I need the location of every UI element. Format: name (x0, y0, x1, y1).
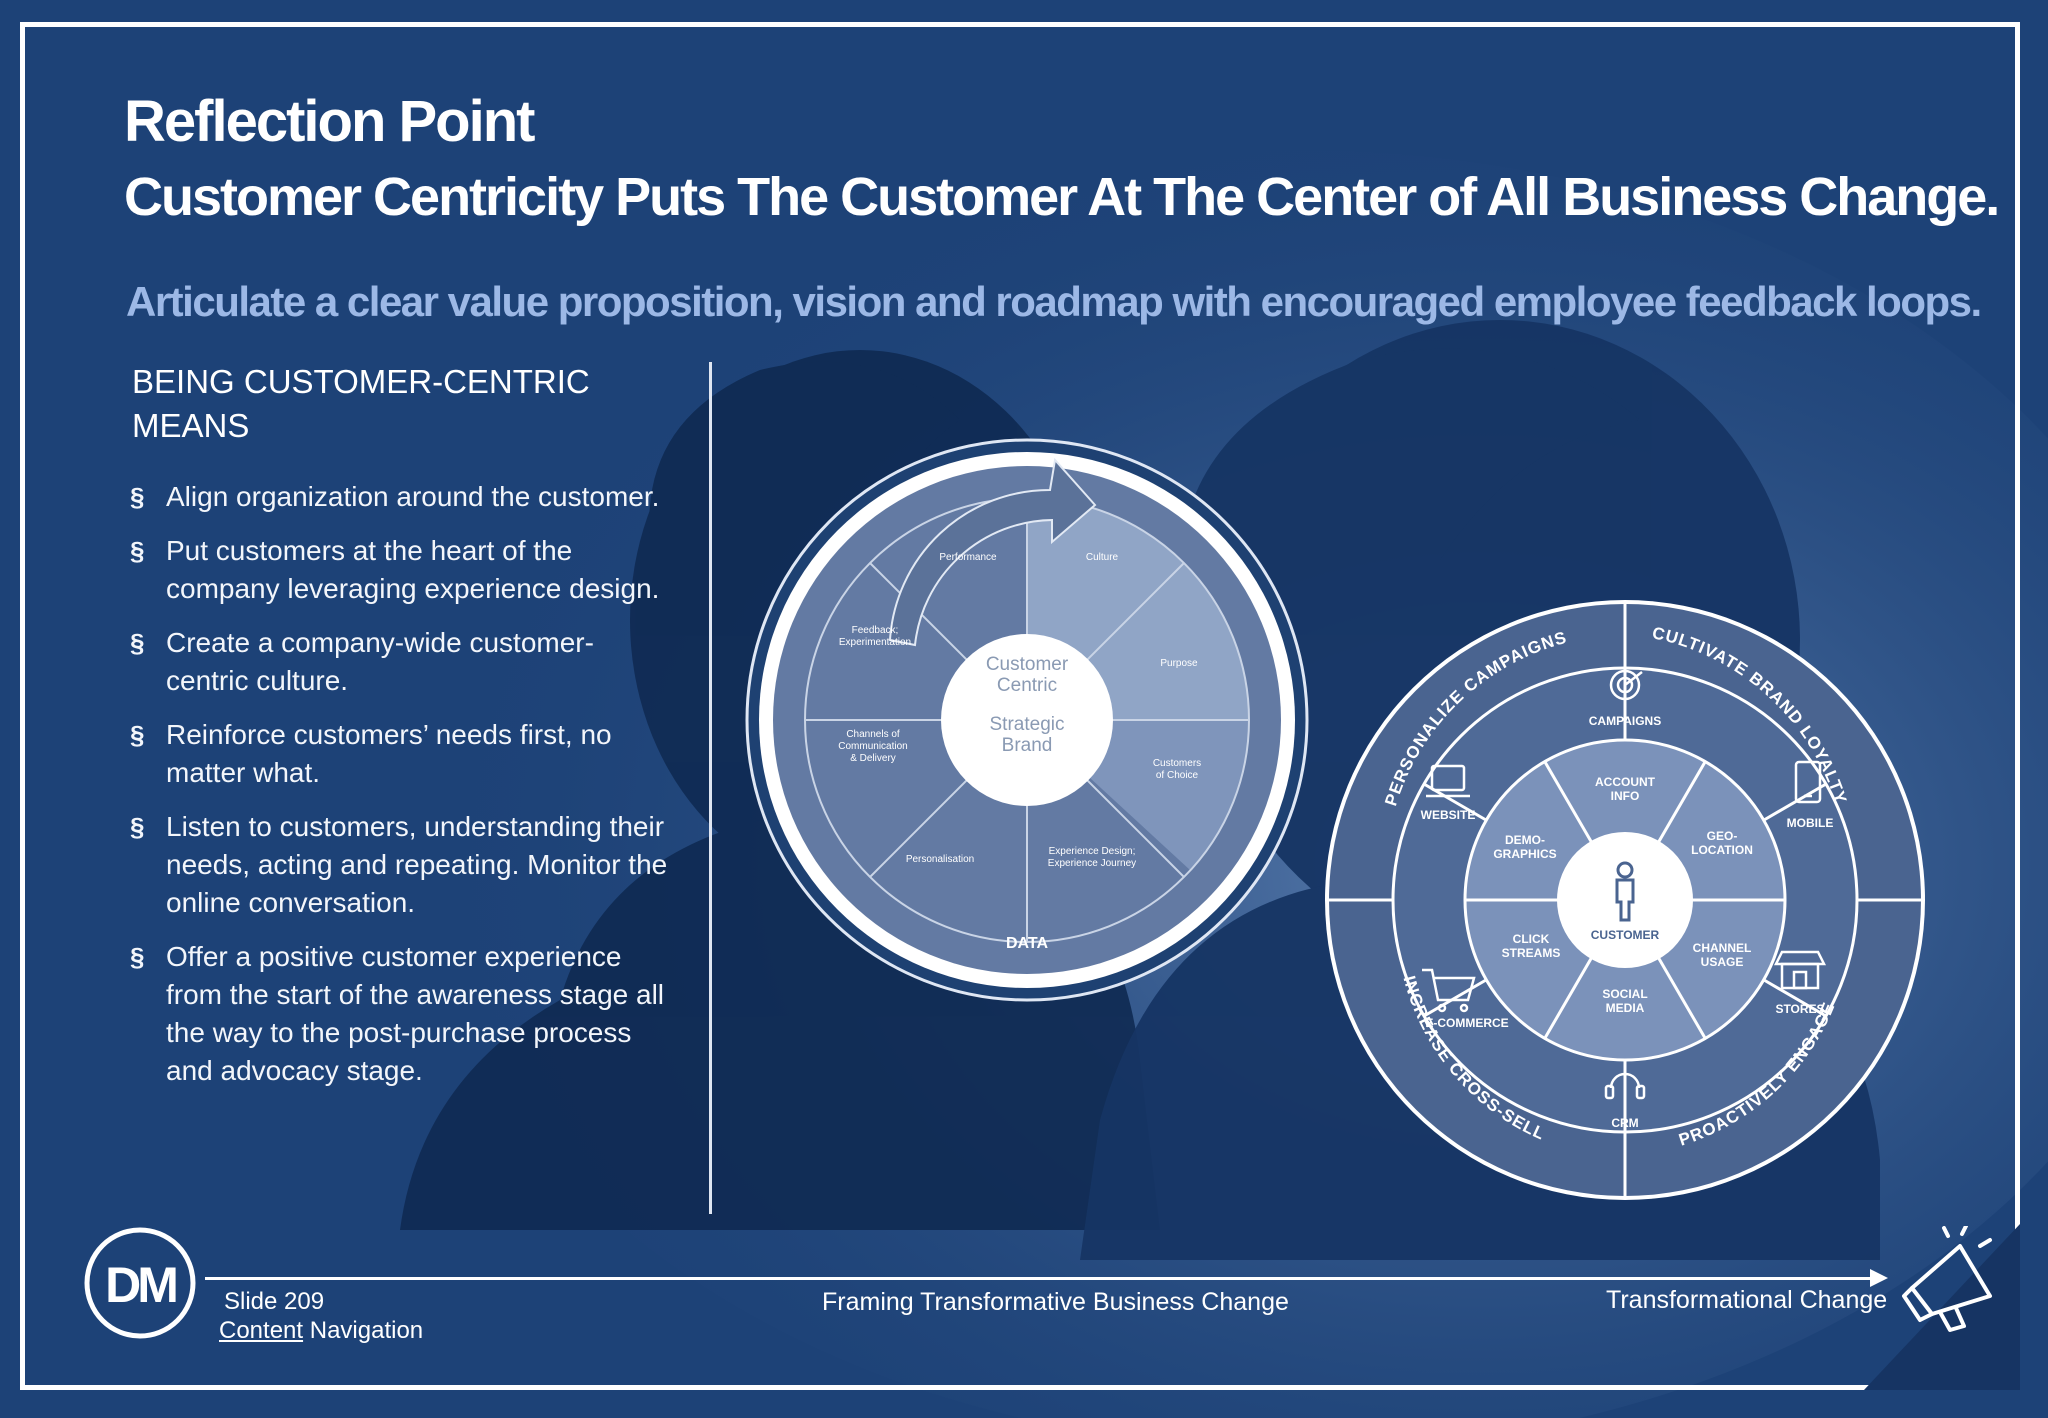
wheel-center-line3: Strategic (990, 714, 1065, 735)
outer-stores: STORES (1775, 1002, 1824, 1016)
campaigns-target-icon (1609, 669, 1643, 701)
cycle-arrow-icon (888, 457, 1097, 647)
inner-geolocation-line2: LOCATION (1691, 843, 1753, 857)
segment-purpose: Purpose (1160, 658, 1198, 669)
segment-experience-line1: Experience Design; (1049, 846, 1136, 857)
outer-crm: CRM (1611, 1116, 1638, 1130)
bullet-marker-icon: § (130, 720, 145, 750)
slide-frame (20, 22, 2020, 1390)
inner-channel-line2: USAGE (1701, 955, 1744, 969)
bullet-list: § Align organization around the customer.… (130, 478, 670, 1106)
slide-number: Slide 209 (224, 1288, 325, 1315)
footer-section-title: Framing Transformative Business Change (822, 1288, 1289, 1316)
slide-title: Reflection Point (124, 89, 535, 154)
customer-person-icon (1615, 861, 1635, 922)
bullet-marker-icon: § (130, 812, 145, 842)
inner-demographics-line1: DEMO- (1505, 833, 1545, 847)
segment-feedback-line1: Feedback; (852, 625, 899, 636)
content-navigation: Content Navigation (219, 1317, 423, 1345)
inner-social-line1: SOCIAL (1602, 987, 1647, 1001)
segment-customers-line1: Customers (1153, 758, 1201, 769)
inner-clickstreams-line1: CLICK (1513, 932, 1550, 946)
segment-performance: Performance (939, 552, 997, 563)
content-navigation-text: Navigation (303, 1317, 424, 1344)
logo-circle (84, 1227, 196, 1339)
outer-mobile: MOBILE (1787, 816, 1834, 830)
footer-chapter-title: Transformational Change (1606, 1286, 1888, 1314)
slide-subtitle: Articulate a clear value proposition, vi… (126, 278, 1982, 325)
data-wheel-center (1557, 832, 1693, 968)
inner-channel-line1: CHANNEL (1693, 941, 1752, 955)
outer-website: WEBSITE (1421, 808, 1476, 822)
segment-customers-line2: of Choice (1156, 770, 1199, 781)
bullet-marker-icon: § (130, 536, 145, 566)
wheel-center-line2: Centric (997, 675, 1057, 696)
data-wheel-center-label: CUSTOMER (1591, 928, 1660, 942)
bullet-item: § Put customers at the heart of the compa… (130, 532, 670, 608)
segment-channels-line1: Channels of (846, 729, 900, 740)
bullet-item: § Listen to customers, understanding thei… (130, 808, 670, 922)
wheel-center (941, 634, 1113, 806)
segment-personalisation: Personalisation (906, 854, 974, 865)
timeline-line (205, 1277, 1870, 1280)
bullet-marker-icon: § (130, 482, 145, 512)
section-heading: BEING CUSTOMER-CENTRIC MEANS (132, 360, 612, 448)
inner-social-line2: MEDIA (1606, 1001, 1645, 1015)
logo-text: DM (105, 1257, 176, 1313)
store-icon (1773, 950, 1827, 990)
inner-demographics-line2: GRAPHICS (1493, 847, 1556, 861)
website-monitor-icon (1426, 764, 1470, 798)
bullet-item: § Offer a positive customer experience fr… (130, 938, 670, 1090)
bullet-text: Reinforce customers’ needs first, no mat… (166, 719, 612, 788)
customer-centric-wheel: Customer Centric Strategic Brand Perform… (745, 438, 1309, 1002)
bullet-text: Align organization around the customer. (166, 481, 660, 512)
segment-experience-line2: Experience Journey (1048, 858, 1136, 869)
bullet-item: § Create a company-wide customer-centric … (130, 624, 670, 700)
section-heading-line1: BEING CUSTOMER-CENTRIC (132, 363, 590, 400)
bullet-text: Put customers at the heart of the compan… (166, 535, 660, 604)
inner-geolocation-line1: GEO- (1707, 829, 1738, 843)
outer-ecommerce: E-COMMERCE (1425, 1016, 1508, 1030)
inner-clickstreams-line2: STREAMS (1502, 946, 1561, 960)
wheel-data-label: DATA (1006, 935, 1049, 952)
wheel-center-line1: Customer (986, 654, 1069, 675)
content-navigation-link[interactable]: Content (219, 1317, 304, 1344)
megaphone-icon[interactable] (1894, 1226, 2010, 1342)
bullet-text: Listen to customers, understanding their… (166, 811, 668, 918)
bullet-marker-icon: § (130, 942, 145, 972)
bullet-item: § Reinforce customers’ needs first, no ma… (130, 716, 670, 792)
customer-data-wheel: CUSTOMER PERSONALIZE CAMPAIGNS CULTIVATE… (1325, 600, 1925, 1200)
segment-channels-line3: & Delivery (850, 753, 896, 764)
bullet-text: Offer a positive customer experience fro… (166, 941, 665, 1086)
segment-culture: Culture (1086, 552, 1119, 563)
cart-icon (1422, 968, 1476, 1013)
bullet-marker-icon: § (130, 628, 145, 658)
corner-decoration (1864, 1224, 2020, 1390)
headset-icon (1604, 1072, 1646, 1100)
inner-account-line1: ACCOUNT (1595, 775, 1656, 789)
timeline-arrow-icon (1870, 1269, 1888, 1287)
mobile-phone-icon (1794, 760, 1822, 804)
bullet-text: Create a company-wide customer-centric c… (166, 627, 594, 696)
inner-account-line2: INFO (1611, 789, 1640, 803)
segment-feedback-line2: Experimentation (839, 637, 911, 648)
bullet-item: § Align organization around the customer. (130, 478, 670, 516)
section-heading-line2: MEANS (132, 407, 250, 444)
divider (709, 362, 712, 1214)
outer-campaigns: CAMPAIGNS (1589, 714, 1661, 728)
segment-channels-line2: Communication (838, 741, 907, 752)
slide-headline: Customer Centricity Puts The Customer At… (124, 167, 2000, 227)
wheel-center-line4: Brand (1002, 735, 1053, 756)
dm-logo[interactable]: DM (76, 1224, 210, 1344)
